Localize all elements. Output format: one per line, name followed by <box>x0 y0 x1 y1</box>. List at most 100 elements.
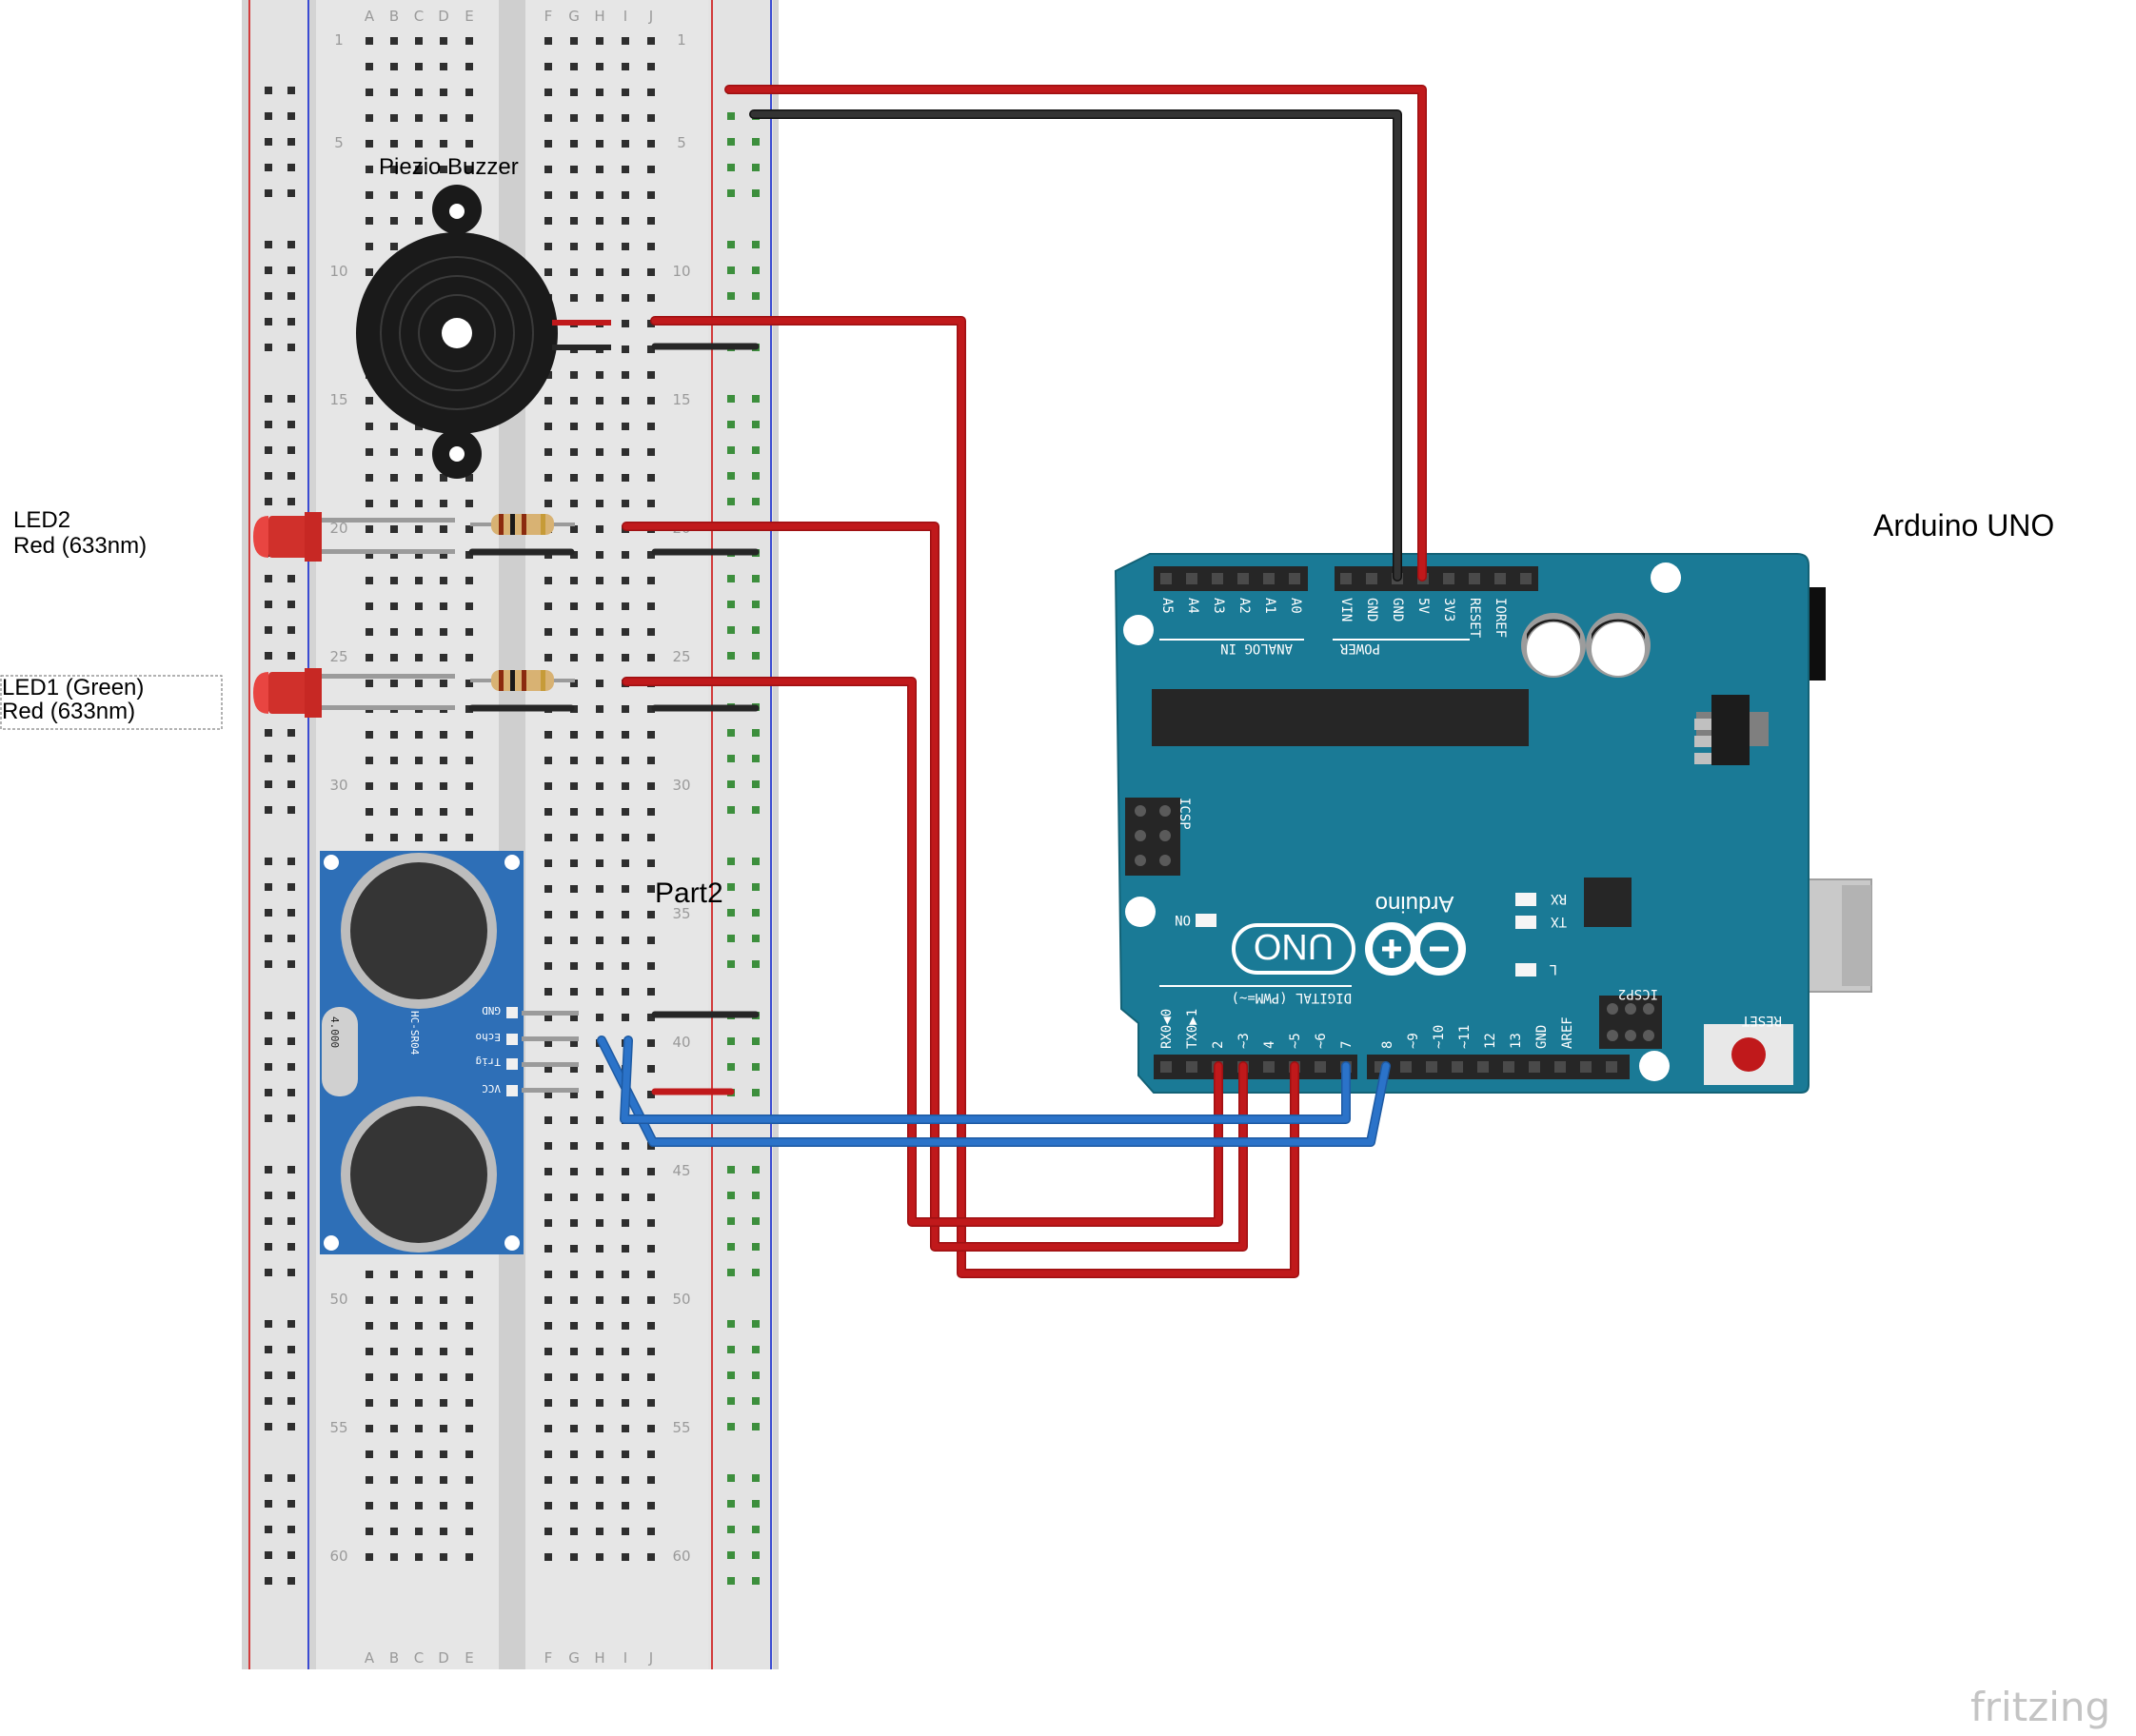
breadboard-hole <box>647 834 655 841</box>
breadboard-hole <box>265 575 272 582</box>
breadboard-hole <box>570 577 578 584</box>
breadboard-hole <box>570 859 578 867</box>
crystal <box>322 1007 358 1096</box>
sensor-pin-label: GND <box>482 1004 501 1016</box>
breadboard-hole <box>647 1373 655 1381</box>
right-terminal-area <box>525 0 708 1669</box>
breadboard-hole <box>265 935 272 942</box>
breadboard-hole <box>752 1063 760 1071</box>
breadboard-hole <box>265 909 272 917</box>
breadboard-hole <box>647 166 655 173</box>
breadboard-hole <box>415 577 423 584</box>
col-letter: A <box>365 8 375 25</box>
breadboard-hole <box>752 266 760 274</box>
breadboard-hole <box>596 423 603 430</box>
breadboard-hole <box>265 138 272 146</box>
breadboard-hole <box>622 474 629 482</box>
breadboard-hole <box>440 602 447 610</box>
breadboard-hole <box>440 1528 447 1535</box>
breadboard-hole <box>596 1450 603 1458</box>
breadboard-hole <box>544 1116 552 1124</box>
breadboard-hole <box>752 626 760 634</box>
breadboard-hole <box>415 1450 423 1458</box>
breadboard-hole <box>752 1037 760 1045</box>
breadboard-hole <box>596 782 603 790</box>
col-letter: G <box>568 8 580 25</box>
breadboard-hole <box>366 834 373 841</box>
mounting-hole <box>1651 562 1681 593</box>
mounting-hole <box>1639 1051 1670 1081</box>
breadboard-hole <box>570 834 578 841</box>
breadboard-hole <box>544 1348 552 1355</box>
left-power-rail <box>249 0 308 1669</box>
breadboard-hole <box>415 808 423 816</box>
breadboard-hole <box>544 1245 552 1253</box>
breadboard-hole <box>544 397 552 404</box>
breadboard-hole <box>622 654 629 661</box>
breadboard-hole <box>544 1142 552 1150</box>
breadboard-hole <box>727 1166 735 1174</box>
breadboard-hole <box>440 1373 447 1381</box>
breadboard-hole <box>265 1551 272 1559</box>
mounting-hole <box>1123 615 1154 645</box>
breadboard-hole <box>752 1243 760 1251</box>
breadboard-hole <box>647 988 655 996</box>
breadboard-hole <box>390 654 398 661</box>
row-numbers-right: 1 5 10 15 20 25 30 35 40 45 50 55 60 <box>672 31 690 1565</box>
breadboard-hole <box>415 1502 423 1509</box>
row-number: 5 <box>677 134 686 151</box>
breadboard-hole <box>366 140 373 148</box>
breadboard-hole <box>622 268 629 276</box>
breadboard-hole <box>415 89 423 96</box>
breadboard-hole <box>440 551 447 559</box>
breadboard-hole <box>570 1091 578 1098</box>
breadboard-hole <box>752 1089 760 1096</box>
breadboard-hole <box>390 1348 398 1355</box>
arduino-uno: A5 A4 A3 A2 A1 A0 ANALOG IN VIN GND GND … <box>1114 553 1872 1094</box>
breadboard-hole <box>752 780 760 788</box>
breadboard-hole <box>287 883 295 891</box>
breadboard-hole <box>727 729 735 737</box>
breadboard-hole <box>596 294 603 302</box>
breadboard-hole <box>752 1526 760 1533</box>
breadboard-hole <box>366 757 373 764</box>
row-number: 30 <box>329 777 347 794</box>
breadboard-hole <box>366 680 373 687</box>
breadboard-hole <box>596 757 603 764</box>
breadboard-hole <box>265 1346 272 1353</box>
tx-led <box>1515 916 1536 929</box>
breadboard-hole <box>415 1476 423 1484</box>
row-number: 15 <box>672 391 690 408</box>
breadboard-hole <box>544 191 552 199</box>
breadboard-hole <box>390 577 398 584</box>
breadboard-hole <box>647 37 655 45</box>
breadboard-hole <box>415 1348 423 1355</box>
breadboard-hole <box>265 421 272 428</box>
icsp-label: ICSP <box>1177 798 1192 830</box>
uno-text: UNO <box>1254 926 1334 966</box>
breadboard-hole <box>727 883 735 891</box>
breadboard-hole <box>727 755 735 762</box>
breadboard-hole <box>570 191 578 199</box>
breadboard-hole <box>727 1526 735 1533</box>
breadboard-hole <box>366 628 373 636</box>
breadboard-hole <box>727 1037 735 1045</box>
breadboard-hole <box>752 652 760 660</box>
pin-label: AREF <box>1560 1016 1575 1049</box>
analog-in-label: ANALOG IN <box>1220 641 1293 656</box>
header-pin <box>1289 573 1300 584</box>
breadboard-hole <box>415 757 423 764</box>
breadboard-hole <box>647 654 655 661</box>
pin-label: A0 <box>1288 598 1303 614</box>
breadboard-hole <box>544 114 552 122</box>
breadboard-hole <box>390 448 398 456</box>
breadboard-hole <box>727 1474 735 1482</box>
col-letter: H <box>594 8 604 25</box>
breadboard-hole <box>622 628 629 636</box>
breadboard-hole <box>622 602 629 610</box>
breadboard-hole <box>570 1425 578 1432</box>
ultrasonic-sensor: 4.000 HC-SR04 GND Echo Trig VCC <box>320 851 579 1254</box>
digital-header-low <box>1154 1055 1357 1079</box>
breadboard-hole <box>647 89 655 96</box>
breadboard-hole <box>287 472 295 480</box>
